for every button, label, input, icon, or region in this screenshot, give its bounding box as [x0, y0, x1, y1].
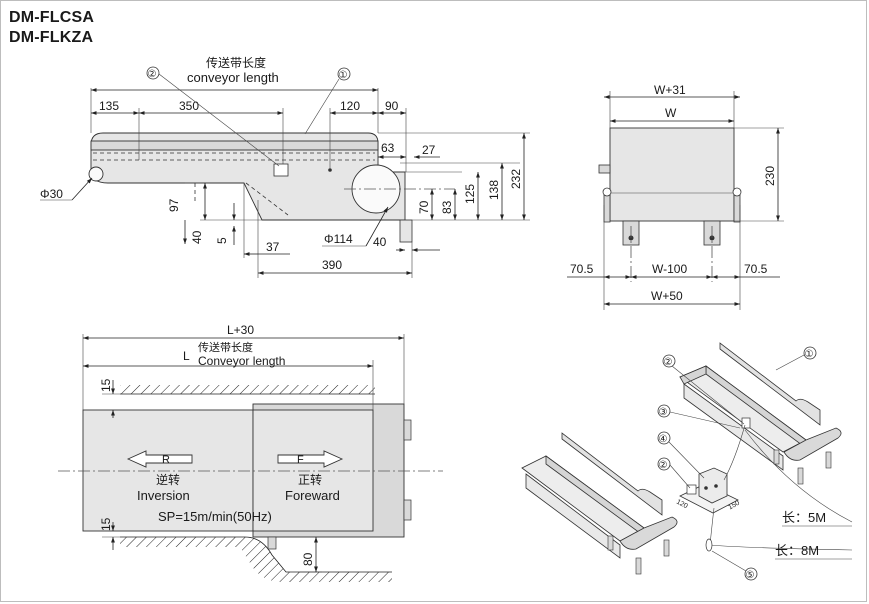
dim-138: 138 — [487, 180, 501, 200]
callout-1-circle — [337, 67, 351, 81]
dim-40b: 40 — [373, 235, 387, 249]
dim-350: 350 — [179, 99, 199, 113]
dim-w50: W+50 — [651, 289, 683, 303]
conveyor-length-cn: 传送带长度 — [206, 55, 266, 70]
iso-callout-3: ③ — [659, 407, 668, 418]
dim-70-5-right: 70.5 — [744, 262, 768, 276]
hidden-line — [245, 182, 289, 216]
cable-length-8m: 长：8M — [775, 543, 819, 558]
dim-70-5-left: 70.5 — [570, 262, 594, 276]
dim-l: L — [183, 349, 190, 363]
inversion-cn: 逆转 — [156, 472, 180, 487]
inversion-en: Inversion — [137, 488, 190, 503]
side-belt-band — [90, 140, 379, 151]
leader-line — [304, 78, 340, 135]
dim-390: 390 — [322, 258, 342, 272]
forward-arrow-icon — [277, 450, 344, 468]
conveyor-length-en: conveyor length — [187, 70, 279, 85]
forward-cn: 正转 — [298, 472, 322, 487]
svg-text:120: 120 — [675, 499, 689, 511]
plan-len-en: Conveyor length — [198, 354, 285, 368]
dim-135: 135 — [99, 99, 119, 113]
callout-1: ① — [339, 70, 348, 81]
arrow-r-label: R — [162, 454, 170, 466]
cable-length-5m: 长：5M — [782, 510, 826, 525]
forward-en: Foreward — [285, 488, 340, 503]
dim-80: 80 — [301, 552, 315, 566]
model-title-1: DM-FLCSA — [9, 9, 95, 26]
iso-callout-1: ① — [805, 349, 814, 360]
dim-120: 120 — [340, 99, 360, 113]
side-foot — [399, 219, 413, 243]
dim-w-100: W-100 — [652, 262, 687, 276]
speed-label: SP=15m/min(50Hz) — [158, 509, 272, 524]
dim-phi114: Φ114 — [324, 232, 353, 246]
dim-230: 230 — [763, 166, 777, 186]
svg-text:150: 150 — [727, 500, 741, 512]
callout-2: ② — [148, 69, 157, 80]
dim-70: 70 — [417, 200, 431, 214]
dim-15a: 15 — [99, 378, 113, 392]
dim-27: 27 — [422, 143, 436, 157]
model-title-2: DM-FLKZA — [9, 29, 94, 46]
dim-90: 90 — [385, 99, 399, 113]
dim-83: 83 — [440, 200, 454, 214]
arrow-f-label: F — [297, 454, 304, 466]
dim-15b: 15 — [99, 517, 113, 531]
sensor-box — [273, 163, 289, 177]
dim-125: 125 — [463, 184, 477, 204]
dim-37: 37 — [266, 240, 280, 254]
iso-callout-2b: ② — [659, 460, 668, 471]
end-roller-left — [602, 187, 612, 197]
dim-97: 97 — [167, 198, 181, 212]
end-view: W+31 W 230 70.5 W-100 70.5 W+50 — [567, 83, 784, 310]
plan-len-cn: 传送带长度 — [198, 340, 253, 354]
isometric-view: 120 150 ① ② ③ ④ ② ⑤ 长：5M 长：8M — [521, 342, 853, 581]
dim-40a: 40 — [190, 230, 204, 244]
plan-view: L+30 L 传送带长度 Conveyor length 15 15 80 R … — [58, 323, 443, 582]
leader-line — [158, 73, 280, 167]
iso-callout-5: ⑤ — [746, 570, 755, 581]
dim-w31: W+31 — [654, 83, 686, 97]
dim-5: 5 — [215, 237, 229, 244]
hole-dot — [328, 168, 332, 172]
dim-63: 63 — [381, 141, 395, 155]
reverse-arrow-icon — [126, 450, 193, 468]
dim-phi30: Φ30 — [40, 187, 63, 201]
tail-roller — [88, 166, 104, 182]
iso-callout-4: ④ — [659, 434, 668, 445]
end-view-body — [609, 127, 735, 222]
callout-2-circle — [146, 66, 160, 80]
motor-shaft — [598, 164, 611, 174]
side-view: 135 350 120 90 传送带长度 conveyor length ② ①… — [40, 55, 530, 278]
end-roller-right — [732, 187, 742, 197]
iso-callout-2a: ② — [664, 357, 673, 368]
dim-l30: L+30 — [227, 323, 254, 337]
dim-232: 232 — [509, 169, 523, 189]
dim-w: W — [665, 106, 677, 120]
